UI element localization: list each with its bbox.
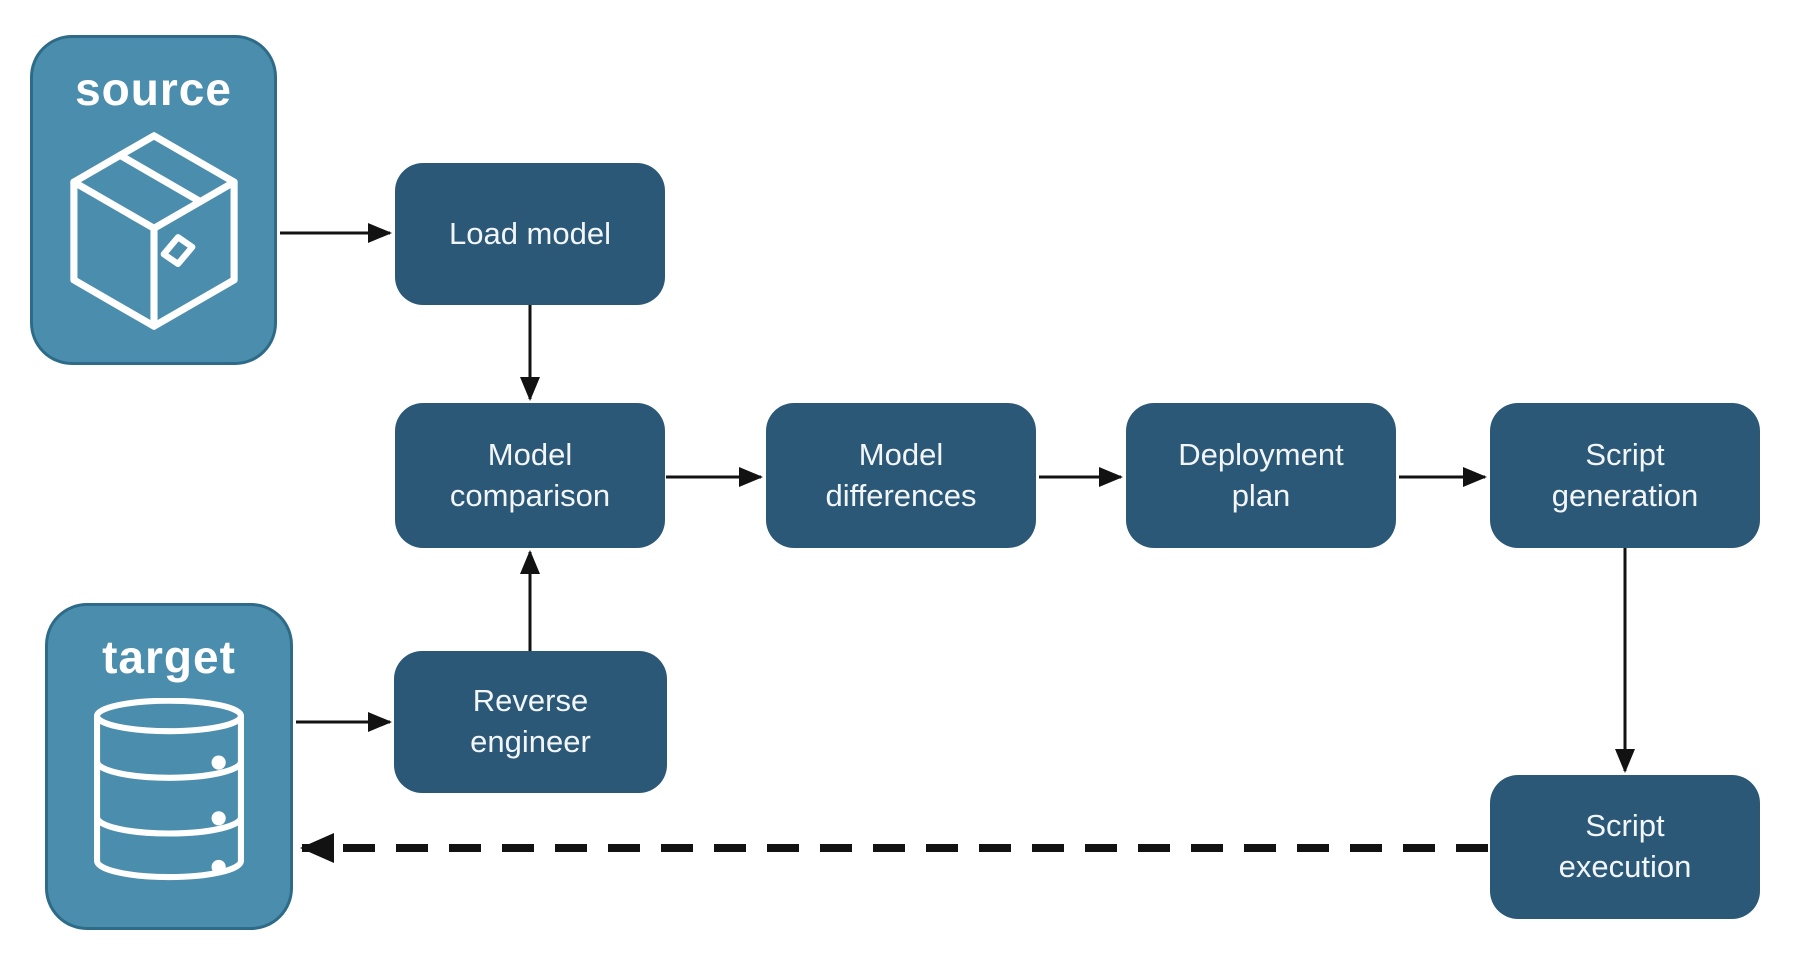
group-source: source — [30, 35, 277, 365]
node-deployment-plan: Deployment plan — [1126, 403, 1396, 548]
package-icon — [65, 130, 243, 332]
node-script-execution: Script execution — [1490, 775, 1760, 919]
node-script-generation: Script generation — [1490, 403, 1760, 548]
group-target-title: target — [102, 631, 236, 683]
node-model-comparison: Model comparison — [395, 403, 665, 548]
node-load-model: Load model — [395, 163, 665, 305]
database-icon — [93, 698, 245, 892]
node-model-differences: Model differences — [766, 403, 1036, 548]
node-reverse-engineer: Reverse engineer — [394, 651, 667, 793]
group-target: target — [45, 603, 293, 930]
group-source-title: source — [75, 63, 232, 115]
